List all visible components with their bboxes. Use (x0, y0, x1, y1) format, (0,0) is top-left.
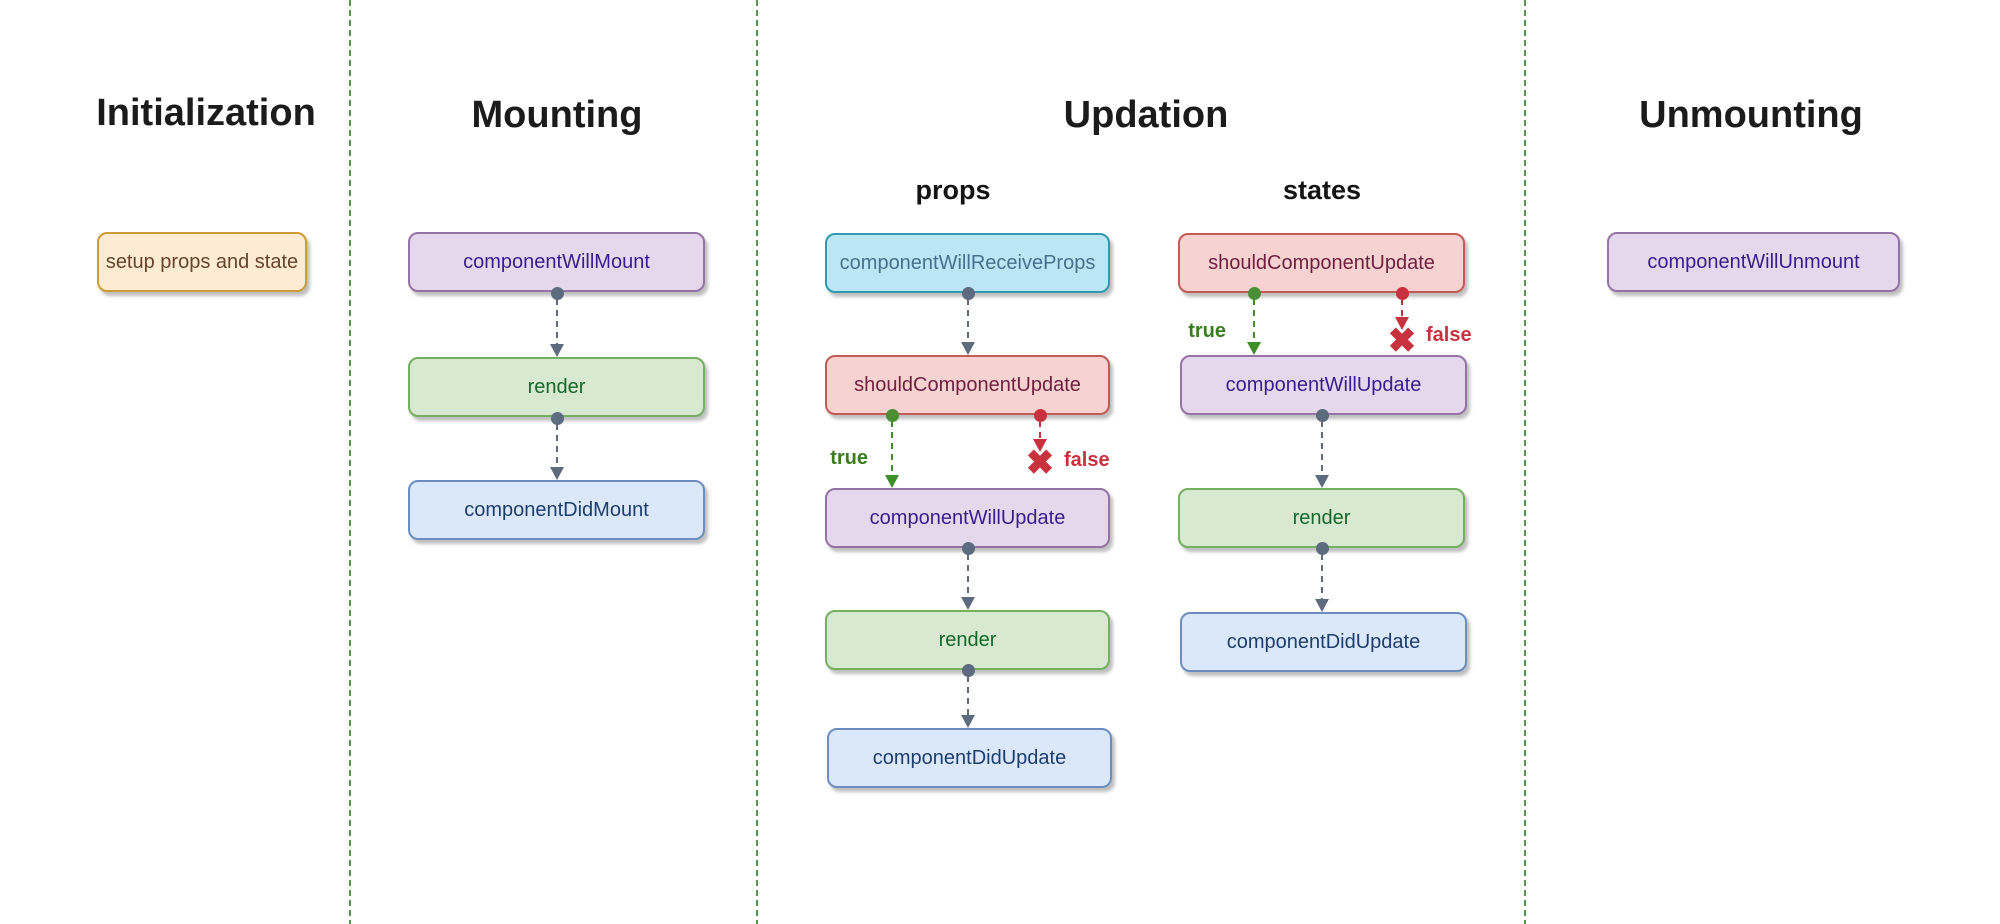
connector-line (967, 299, 969, 344)
node-component-will-update-props: componentWillUpdate (825, 488, 1110, 548)
flow-connector (961, 542, 975, 610)
false-cross-icon: ✖ (1387, 322, 1417, 360)
arrowhead-down-icon (1033, 439, 1047, 452)
arrowhead-down-icon (961, 597, 975, 610)
node-label: shouldComponentUpdate (1208, 251, 1435, 274)
node-label: componentWillUnmount (1647, 250, 1860, 273)
arrowhead-down-icon (885, 475, 899, 488)
arrowhead-down-icon (1395, 317, 1409, 330)
branch-label-true-states: true (1188, 320, 1226, 342)
flow-connector (961, 664, 975, 728)
connector-line (967, 676, 969, 717)
flow-connector (961, 287, 975, 355)
node-label: setup props and state (105, 250, 299, 273)
node-render-props: render (825, 610, 1110, 670)
connector-dot (962, 287, 975, 300)
connector-dot (551, 412, 564, 425)
node-label: componentDidMount (464, 498, 649, 521)
flow-connector (1315, 409, 1329, 488)
node-render-mounting: render (408, 357, 705, 417)
connector-dot (1316, 409, 1329, 422)
section-title-mounting: Mounting (471, 94, 643, 136)
arrowhead-down-icon (1315, 599, 1329, 612)
section-title-updation: Updation (1063, 94, 1229, 136)
node-label: shouldComponentUpdate (854, 373, 1081, 396)
node-component-will-mount: componentWillMount (408, 232, 705, 292)
arrowhead-down-icon (1247, 342, 1261, 355)
connector-dot (962, 542, 975, 555)
connector-dot (551, 287, 564, 300)
flow-connector-false (1033, 409, 1047, 452)
section-title-unmounting: Unmounting (1639, 94, 1863, 136)
node-label: componentDidUpdate (872, 746, 1067, 769)
connector-dot (1034, 409, 1047, 422)
connector-line (556, 424, 558, 469)
branch-label-false-props: false (1064, 449, 1110, 471)
connector-line (1321, 554, 1323, 601)
node-label: render (527, 375, 586, 398)
arrowhead-down-icon (1315, 475, 1329, 488)
node-label: componentWillReceiveProps (839, 251, 1096, 274)
connector-dot (1248, 287, 1261, 300)
section-divider (756, 0, 758, 924)
node-label: componentWillUpdate (869, 506, 1066, 529)
node-should-component-update-props: shouldComponentUpdate (825, 355, 1110, 415)
node-component-did-update-states: componentDidUpdate (1180, 612, 1467, 672)
arrowhead-down-icon (961, 715, 975, 728)
flow-connector (550, 412, 564, 480)
connector-dot (886, 409, 899, 422)
connector-line (891, 421, 893, 477)
section-divider (1524, 0, 1526, 924)
branch-label-false-states: false (1426, 324, 1472, 346)
node-component-will-unmount: componentWillUnmount (1607, 232, 1900, 292)
node-component-will-update-states: componentWillUpdate (1180, 355, 1467, 415)
arrowhead-down-icon (550, 467, 564, 480)
node-label: render (1292, 506, 1351, 529)
connector-dot (962, 664, 975, 677)
node-setup-props-and-state: setup props and state (97, 232, 307, 292)
connector-line (556, 299, 558, 346)
connector-line (1039, 421, 1041, 441)
connector-dot (1316, 542, 1329, 555)
flow-connector (550, 287, 564, 357)
node-label: componentWillMount (463, 250, 650, 273)
node-label: componentWillUpdate (1225, 373, 1422, 396)
column-heading-props: props (915, 175, 991, 205)
connector-line (1401, 299, 1403, 319)
section-divider (349, 0, 351, 924)
node-component-will-receive-props: componentWillReceiveProps (825, 233, 1110, 293)
node-should-component-update-states: shouldComponentUpdate (1178, 233, 1465, 293)
arrowhead-down-icon (961, 342, 975, 355)
node-component-did-mount: componentDidMount (408, 480, 705, 540)
column-heading-states: states (1282, 175, 1362, 205)
false-cross-icon: ✖ (1025, 444, 1055, 482)
flow-connector-false (1395, 287, 1409, 330)
connector-line (1321, 421, 1323, 477)
connector-line (1253, 299, 1255, 344)
node-label: render (938, 628, 997, 651)
flow-connector (1315, 542, 1329, 612)
branch-label-true-props: true (830, 447, 868, 469)
flow-connector-true (885, 409, 899, 488)
section-title-initialization: Initialization (96, 92, 316, 134)
connector-line (967, 554, 969, 599)
node-render-states: render (1178, 488, 1465, 548)
node-label: componentDidUpdate (1226, 630, 1421, 653)
flow-connector-true (1247, 287, 1261, 355)
arrowhead-down-icon (550, 344, 564, 357)
node-component-did-update-props: componentDidUpdate (827, 728, 1112, 788)
connector-dot (1396, 287, 1409, 300)
